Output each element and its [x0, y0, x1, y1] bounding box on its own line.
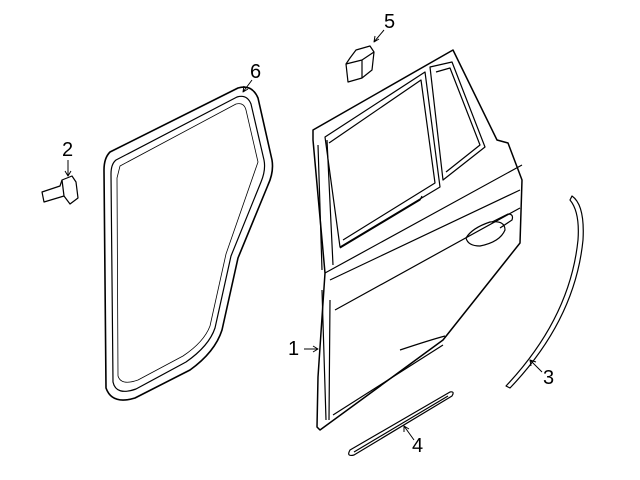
clip-part	[345, 45, 375, 83]
leader-lines	[64, 29, 543, 441]
callout-3: 3	[543, 367, 555, 389]
door-handle	[465, 221, 506, 247]
molding-part	[348, 391, 454, 457]
callout-5: 5	[384, 11, 396, 33]
callout-2: 2	[62, 139, 74, 161]
callout-1: 1	[288, 338, 300, 360]
trim-strip-part	[505, 195, 584, 389]
bracket-part	[41, 175, 79, 205]
callout-4: 4	[412, 435, 424, 457]
callout-6: 6	[250, 61, 262, 83]
weatherstrip-part	[103, 86, 274, 401]
door-part	[312, 49, 523, 431]
